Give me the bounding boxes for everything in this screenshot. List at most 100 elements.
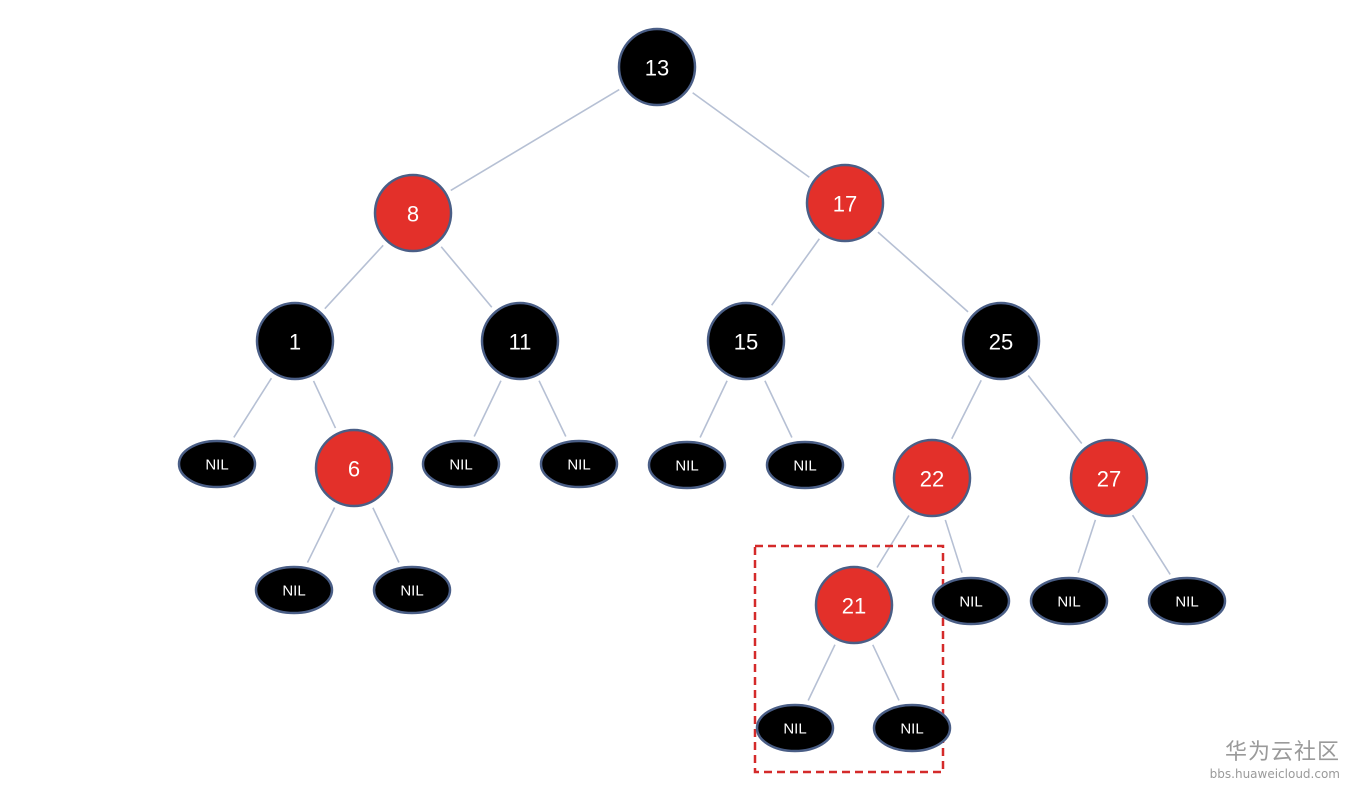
edge-n6-nil6a	[306, 507, 336, 563]
nil-label: NIL	[783, 721, 806, 738]
edge-n15-nil15a	[699, 380, 728, 438]
nil-leaf-node: NIL	[755, 703, 835, 753]
nil-label: NIL	[959, 594, 982, 611]
tree-node-21: 21	[814, 565, 894, 645]
edge-n25-n27	[1027, 375, 1083, 444]
node-circle	[892, 438, 972, 518]
node-value: 22	[920, 467, 944, 492]
nil-ellipse	[254, 565, 334, 615]
nil-leaf-node: NIL	[1029, 576, 1109, 626]
edge-n22-n21	[876, 515, 910, 568]
nil-leaf-node: NIL	[372, 565, 452, 615]
tree-node-1: 1	[255, 301, 335, 381]
node-circle	[706, 301, 786, 381]
nil-label: NIL	[675, 458, 698, 475]
edge-n1-n6	[312, 380, 337, 429]
tree-node-13: 13	[617, 27, 697, 107]
edge-n21-nil21b	[872, 644, 900, 701]
edge-n11-nil11a	[473, 380, 502, 437]
edge-n11-nil11b	[538, 380, 567, 437]
nil-ellipse	[872, 703, 952, 753]
node-value: 27	[1097, 467, 1121, 492]
edge-n1-nil1a	[233, 377, 273, 438]
nil-label: NIL	[205, 457, 228, 474]
nil-label: NIL	[282, 583, 305, 600]
nil-label: NIL	[1175, 594, 1198, 611]
nil-label: NIL	[567, 457, 590, 474]
node-value: 17	[833, 192, 857, 217]
node-circle	[814, 565, 894, 645]
nil-label: NIL	[449, 457, 472, 474]
edge-n8-n1	[324, 244, 384, 310]
nil-leaf-node: NIL	[647, 440, 727, 490]
node-circle	[314, 428, 394, 508]
edge-n15-nil15b	[764, 380, 793, 438]
edge-n27-nil27b	[1131, 514, 1171, 575]
node-value: 21	[842, 594, 866, 619]
node-value: 1	[289, 330, 301, 355]
highlight-box	[753, 544, 945, 774]
tree-node-17: 17	[805, 163, 885, 243]
node-value: 25	[989, 330, 1013, 355]
node-circle	[617, 27, 697, 107]
nil-ellipse	[177, 439, 257, 489]
nil-ellipse	[765, 440, 845, 490]
watermark-title: 华为云社区	[1224, 740, 1340, 765]
node-value: 8	[407, 202, 419, 227]
nil-label: NIL	[1057, 594, 1080, 611]
nil-leaf-node: NIL	[872, 703, 952, 753]
nil-ellipse	[1147, 576, 1227, 626]
node-value: 15	[734, 330, 758, 355]
nil-label: NIL	[793, 458, 816, 475]
node-circle	[373, 173, 453, 253]
edge-n25-n22	[951, 379, 982, 440]
nil-leaf-node: NIL	[931, 576, 1011, 626]
edge-n8-n11	[440, 246, 493, 308]
tree-node-22: 22	[892, 438, 972, 518]
edge-n17-n15	[770, 238, 821, 306]
nil-leaf-node: NIL	[765, 440, 845, 490]
edge-n13-n17	[692, 92, 810, 178]
tree-node-8: 8	[373, 173, 453, 253]
nil-leaf-node: NIL	[421, 439, 501, 489]
watermark-url: bbs.huaweicloud.com	[1209, 767, 1340, 781]
tree-node-6: 6	[314, 428, 394, 508]
nil-ellipse	[931, 576, 1011, 626]
nil-ellipse	[372, 565, 452, 615]
edge-n6-nil6b	[372, 507, 400, 563]
node-value: 6	[348, 457, 360, 482]
tree-node-27: 27	[1069, 438, 1149, 518]
node-circle	[805, 163, 885, 243]
nil-ellipse	[539, 439, 619, 489]
edge-n17-n25	[877, 231, 969, 313]
tree-node-25: 25	[961, 301, 1041, 381]
nil-leaf-node: NIL	[177, 439, 257, 489]
nil-leaf-node: NIL	[539, 439, 619, 489]
nil-ellipse	[647, 440, 727, 490]
edge-n21-nil21a	[807, 644, 836, 701]
node-value: 13	[645, 56, 669, 81]
nil-ellipse	[755, 703, 835, 753]
node-circle	[480, 301, 560, 381]
tree-node-11: 11	[480, 301, 560, 381]
edges-layer	[233, 88, 1171, 701]
nil-label: NIL	[900, 721, 923, 738]
nil-label: NIL	[400, 583, 423, 600]
nil-leaf-node: NIL	[1147, 576, 1227, 626]
nil-ellipse	[421, 439, 501, 489]
watermark: 华为云社区 bbs.huaweicloud.com	[1210, 740, 1340, 782]
node-circle	[961, 301, 1041, 381]
nil-ellipse	[1029, 576, 1109, 626]
nil-leaf-node: NIL	[254, 565, 334, 615]
node-circle	[1069, 438, 1149, 518]
edge-n27-nil27a	[1077, 519, 1097, 573]
tree-node-15: 15	[706, 301, 786, 381]
edge-n13-n8	[450, 88, 620, 192]
edge-n22-nil22b	[944, 519, 963, 573]
node-value: 11	[509, 330, 532, 355]
node-circle	[255, 301, 335, 381]
highlight-layer	[753, 544, 945, 774]
